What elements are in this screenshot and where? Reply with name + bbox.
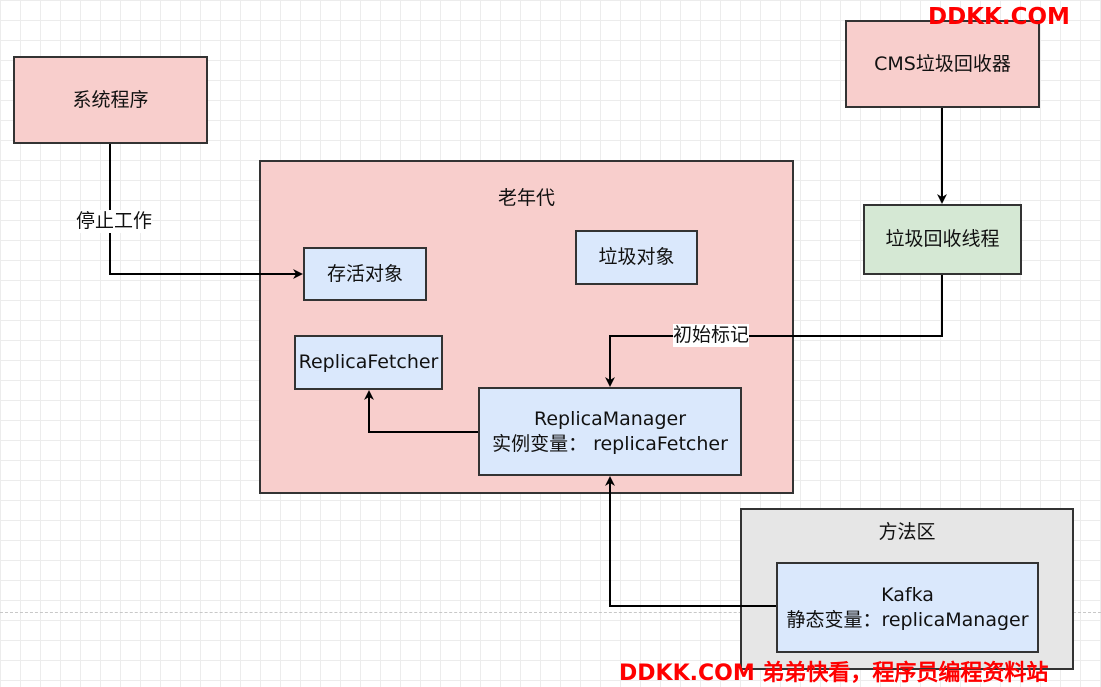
replica-fetcher-node[interactable]: ReplicaFetcher — [294, 335, 443, 390]
live-object-label: 存活对象 — [326, 262, 403, 285]
kafka-field: 静态变量：replicaManager — [786, 608, 1029, 631]
kafka-node[interactable]: Kafka 静态变量：replicaManager — [776, 562, 1039, 653]
garbage-object-node[interactable]: 垃圾对象 — [575, 230, 698, 285]
kafka-name: Kafka — [881, 583, 934, 606]
replica-manager-name: ReplicaManager — [533, 407, 687, 430]
gc-thread-node[interactable]: 垃圾回收线程 — [863, 204, 1022, 275]
cms-collector-node[interactable]: CMS垃圾回收器 — [845, 20, 1040, 108]
cms-collector-label: CMS垃圾回收器 — [874, 52, 1011, 75]
old-generation-title: 老年代 — [497, 187, 555, 209]
watermark-top: DDKK.COM — [928, 4, 1070, 30]
replica-fetcher-label: ReplicaFetcher — [298, 351, 439, 374]
system-program-label: 系统程序 — [72, 88, 149, 111]
replica-manager-field: 实例变量： replicaFetcher — [492, 432, 728, 455]
gc-thread-label: 垃圾回收线程 — [885, 228, 1000, 251]
garbage-object-label: 垃圾对象 — [598, 246, 675, 269]
replica-manager-node[interactable]: ReplicaManager 实例变量： replicaFetcher — [478, 387, 742, 476]
live-object-node[interactable]: 存活对象 — [303, 247, 427, 301]
system-program-node[interactable]: 系统程序 — [13, 56, 208, 144]
method-area-title: 方法区 — [878, 521, 936, 543]
watermark-bottom: DDKK.COM 弟弟快看，程序员编程资料站 — [619, 661, 1049, 686]
edge-label-stop-work: 停止工作 — [76, 210, 153, 233]
edge-label-initial-mark: 初始标记 — [673, 324, 750, 347]
page-break-line — [0, 612, 1101, 613]
